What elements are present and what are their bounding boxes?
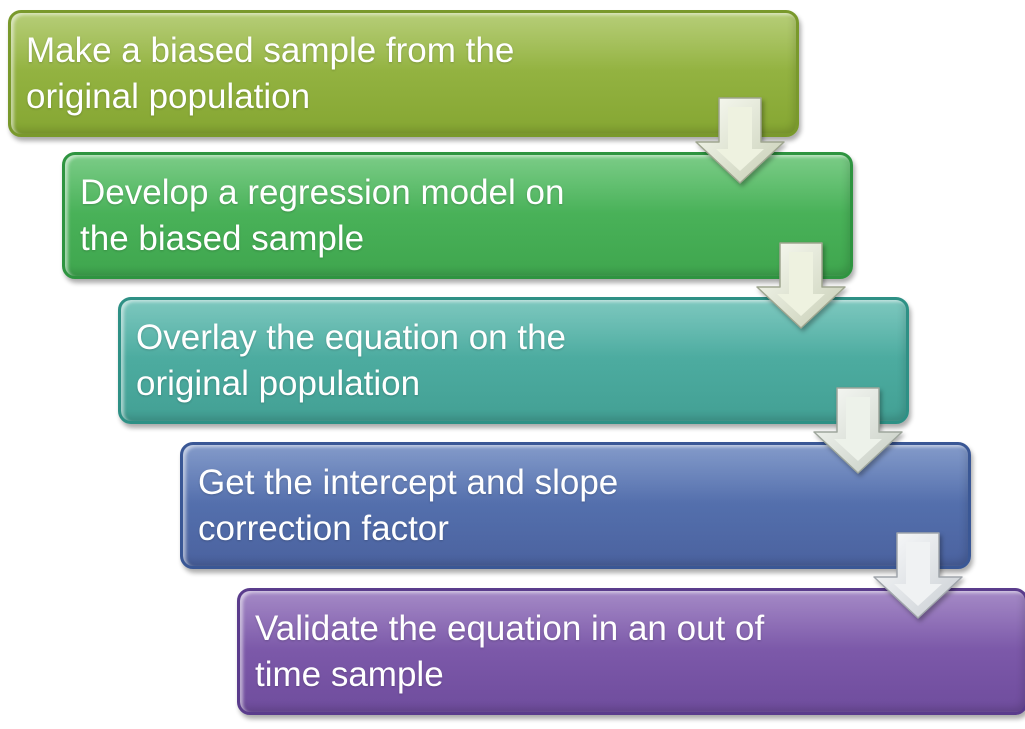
step-label: the biased sample — [80, 218, 365, 258]
down-arrow-icon — [812, 386, 904, 476]
down-arrow-icon — [694, 96, 786, 186]
step-box-3: Overlay the equation on the original pop… — [118, 297, 909, 424]
step-box-4: Get the intercept and slope correction f… — [180, 442, 971, 569]
step-label: Validate the equation in an out of — [255, 608, 765, 648]
step-label: Make a biased sample from the — [26, 30, 515, 70]
down-arrow-icon — [872, 531, 964, 621]
step-box-1: Make a biased sample from the original p… — [8, 10, 799, 137]
step-label: correction factor — [198, 508, 449, 548]
step-label: Overlay the equation on the — [136, 317, 567, 357]
step-label: Get the intercept and slope — [198, 462, 619, 502]
step-box-5: Validate the equation in an out of time … — [237, 588, 1025, 715]
step-label: Develop a regression model on — [80, 172, 565, 212]
step-label: time sample — [255, 654, 444, 694]
down-arrow-icon — [755, 241, 847, 331]
step-label: original population — [136, 363, 421, 403]
step-label: original population — [26, 76, 311, 116]
step-box-2: Develop a regression model on the biased… — [62, 152, 853, 279]
